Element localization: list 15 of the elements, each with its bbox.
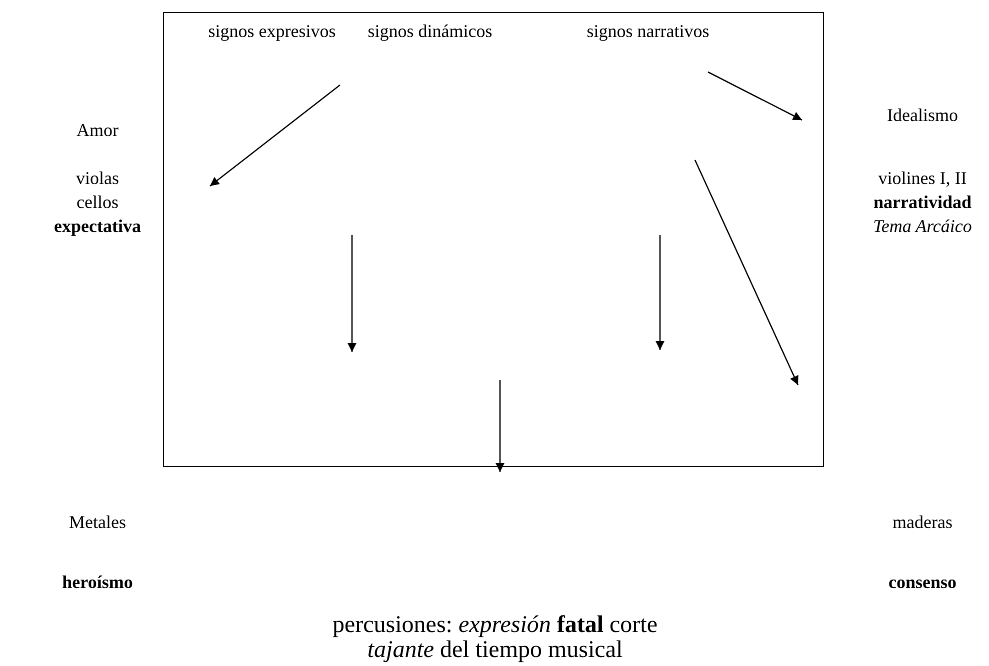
- group-heading: Metales: [68, 511, 127, 534]
- group-text: consenso: [887, 571, 958, 594]
- label-text: signos expresivos: [207, 20, 337, 43]
- frame-box: [163, 12, 824, 467]
- label-text: signos narrativos: [586, 20, 710, 43]
- label-text: percusiones: expresión fatal corte tajante del tiempo musical: [331, 613, 658, 663]
- group-heading: Idealismo: [886, 104, 959, 127]
- group-text: heroísmo: [61, 571, 134, 594]
- arrow: [708, 71, 802, 121]
- group-heading: maderas: [892, 511, 954, 534]
- label-text: signos dinámicos: [366, 20, 494, 43]
- group-text: violas cellos expectativa: [54, 167, 141, 238]
- group-text: violines I, II narratividad Tema Arcáico: [872, 167, 973, 238]
- group-heading: Amor: [76, 119, 118, 142]
- arrow: [210, 84, 340, 187]
